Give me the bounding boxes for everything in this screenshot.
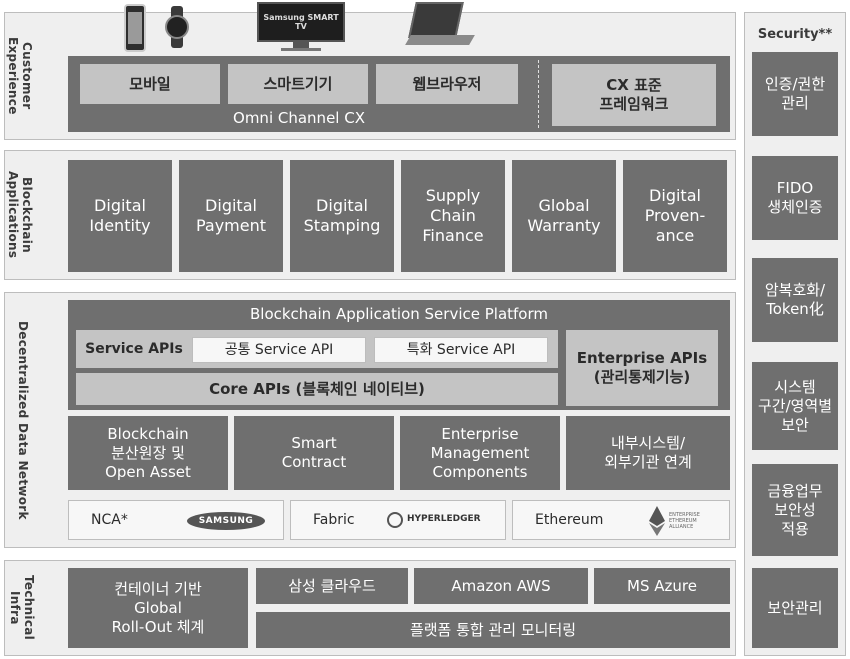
component-enterprise-management: Enterprise Management Components [400, 416, 560, 490]
cx-box-smart-device: 스마트기기 [228, 64, 368, 104]
enterprise-apis-box: Enterprise APIs (관리통제기능) [566, 330, 718, 406]
network-fabric: Fabric HYPERLEDGER [290, 500, 506, 540]
component-smart-contract: Smart Contract [234, 416, 394, 490]
smart-tv-icon: Samsung SMART TV [257, 2, 345, 54]
cloud-samsung: 삼성 클라우드 [256, 568, 408, 604]
smartwatch-icon [165, 6, 189, 48]
cx-framework-box: CX 표준 프레임워크 [552, 64, 716, 126]
app-digital-provenance: Digital Proven- ance [623, 160, 727, 272]
network-ethereum: Ethereum ENTERPRISE ETHEREUM ALLIANCE [512, 500, 730, 540]
special-service-api: 특화 Service API [374, 337, 548, 363]
technical-infra-label: Technical Infra [8, 575, 36, 641]
app-global-warranty: Global Warranty [512, 160, 616, 272]
blockchain-applications-label: Blockchain Applications [6, 171, 34, 259]
decentralized-data-network-label: Decentralized Data Network [16, 320, 30, 520]
app-digital-payment: Digital Payment [179, 160, 283, 272]
network-nca-name: NCA* [91, 512, 128, 528]
network-fabric-name: Fabric [313, 512, 355, 528]
platform-title: Blockchain Application Service Platform [249, 304, 548, 323]
security-finance: 금융업무 보안성 적용 [752, 464, 838, 556]
app-digital-stamping: Digital Stamping [290, 160, 394, 272]
security-title: Security** [757, 26, 833, 42]
security-system-zone: 시스템 구간/영역별 보안 [752, 362, 838, 450]
omni-channel-label: Omni Channel CX [233, 108, 365, 127]
hyperledger-icon [387, 512, 403, 528]
service-apis-label: Service APIs [85, 341, 183, 357]
security-encryption: 암복호화/ Token化 [752, 258, 838, 342]
hyperledger-logo: HYPERLEDGER [407, 514, 481, 524]
tv-logo-text: Samsung SMART TV [263, 13, 339, 31]
component-internal-external-link: 내부시스템/ 외부기관 연계 [566, 416, 730, 490]
ethereum-icon [649, 506, 665, 536]
cloud-amazon-aws: Amazon AWS [414, 568, 588, 604]
core-apis-box: Core APIs (블록체인 네이티브) [76, 373, 558, 405]
cloud-ms-azure: MS Azure [594, 568, 730, 604]
samsung-logo: SAMSUNG [187, 512, 265, 530]
app-supply-chain-finance: Supply Chain Finance [401, 160, 505, 272]
laptop-icon [404, 2, 475, 52]
security-auth: 인증/권한 관리 [752, 52, 838, 136]
common-service-api: 공통 Service API [192, 337, 366, 363]
cx-divider [538, 60, 539, 128]
container-global-rollout: 컨테이너 기반 Global Roll-Out 체계 [68, 568, 248, 648]
eea-logo: ENTERPRISE ETHEREUM ALLIANCE [669, 512, 700, 530]
security-fido: FIDO 생체인증 [752, 156, 838, 240]
network-nca: NCA* SAMSUNG [68, 500, 284, 540]
app-digital-identity: Digital Identity [68, 160, 172, 272]
customer-experience-label: Customer Experience [6, 37, 34, 115]
cx-box-mobile: 모바일 [80, 64, 220, 104]
platform-monitoring: 플랫폼 통합 관리 모니터링 [256, 612, 730, 648]
cx-box-web-browser: 웹브라우저 [376, 64, 518, 104]
smartphone-icon [124, 4, 146, 52]
security-management: 보안관리 [752, 568, 838, 648]
network-ethereum-name: Ethereum [535, 512, 604, 528]
component-blockchain-ledger: Blockchain 분산원장 및 Open Asset [68, 416, 228, 490]
